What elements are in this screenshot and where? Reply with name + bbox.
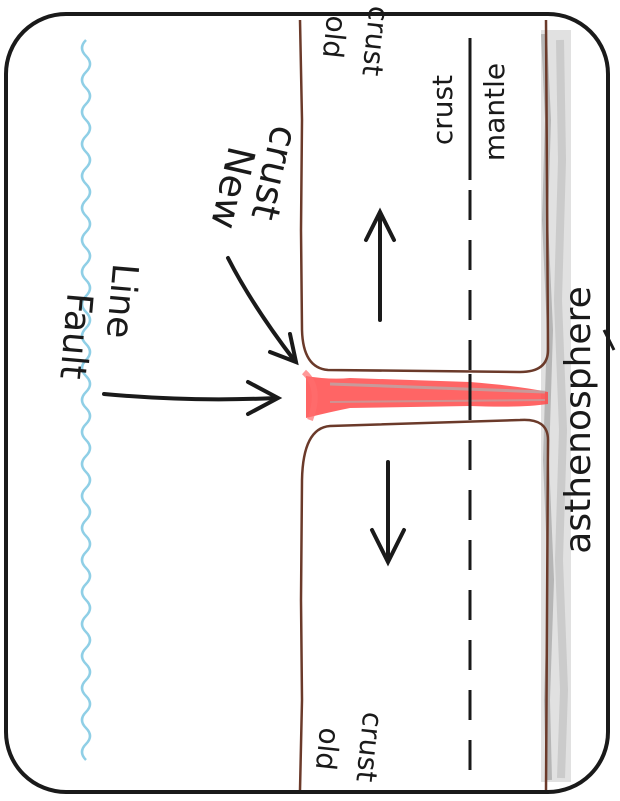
old-crust-top-label-line1: old	[316, 14, 353, 60]
ocean-wave-line	[80, 39, 92, 761]
old-crust-bottom-label-line2: crust	[349, 710, 389, 783]
fault-line-label-line1: Fault	[51, 291, 99, 381]
mantle-layer-label: mantle	[478, 63, 511, 161]
old-crust-top-label-line2: crust	[355, 4, 395, 77]
lower-plate-arrow	[370, 460, 406, 567]
lower-plate-outline	[298, 418, 550, 791]
rift-zone	[301, 369, 548, 422]
frame-border	[4, 12, 610, 794]
new-crust-pointer-arrow	[226, 256, 299, 366]
crust-layer-label: crust	[426, 75, 459, 145]
upper-plate-arrow	[364, 207, 396, 322]
asthenosphere-label: asthenosphere	[558, 286, 599, 553]
old-crust-bottom-label-line1: old	[309, 726, 346, 772]
upper-plate-outline	[298, 19, 550, 374]
fault-line-pointer-arrow	[102, 380, 283, 416]
fault-line-label-line2: Line	[98, 262, 145, 340]
edge-tick-mark	[602, 329, 616, 351]
new-crust-label-line2: crust	[243, 122, 307, 225]
